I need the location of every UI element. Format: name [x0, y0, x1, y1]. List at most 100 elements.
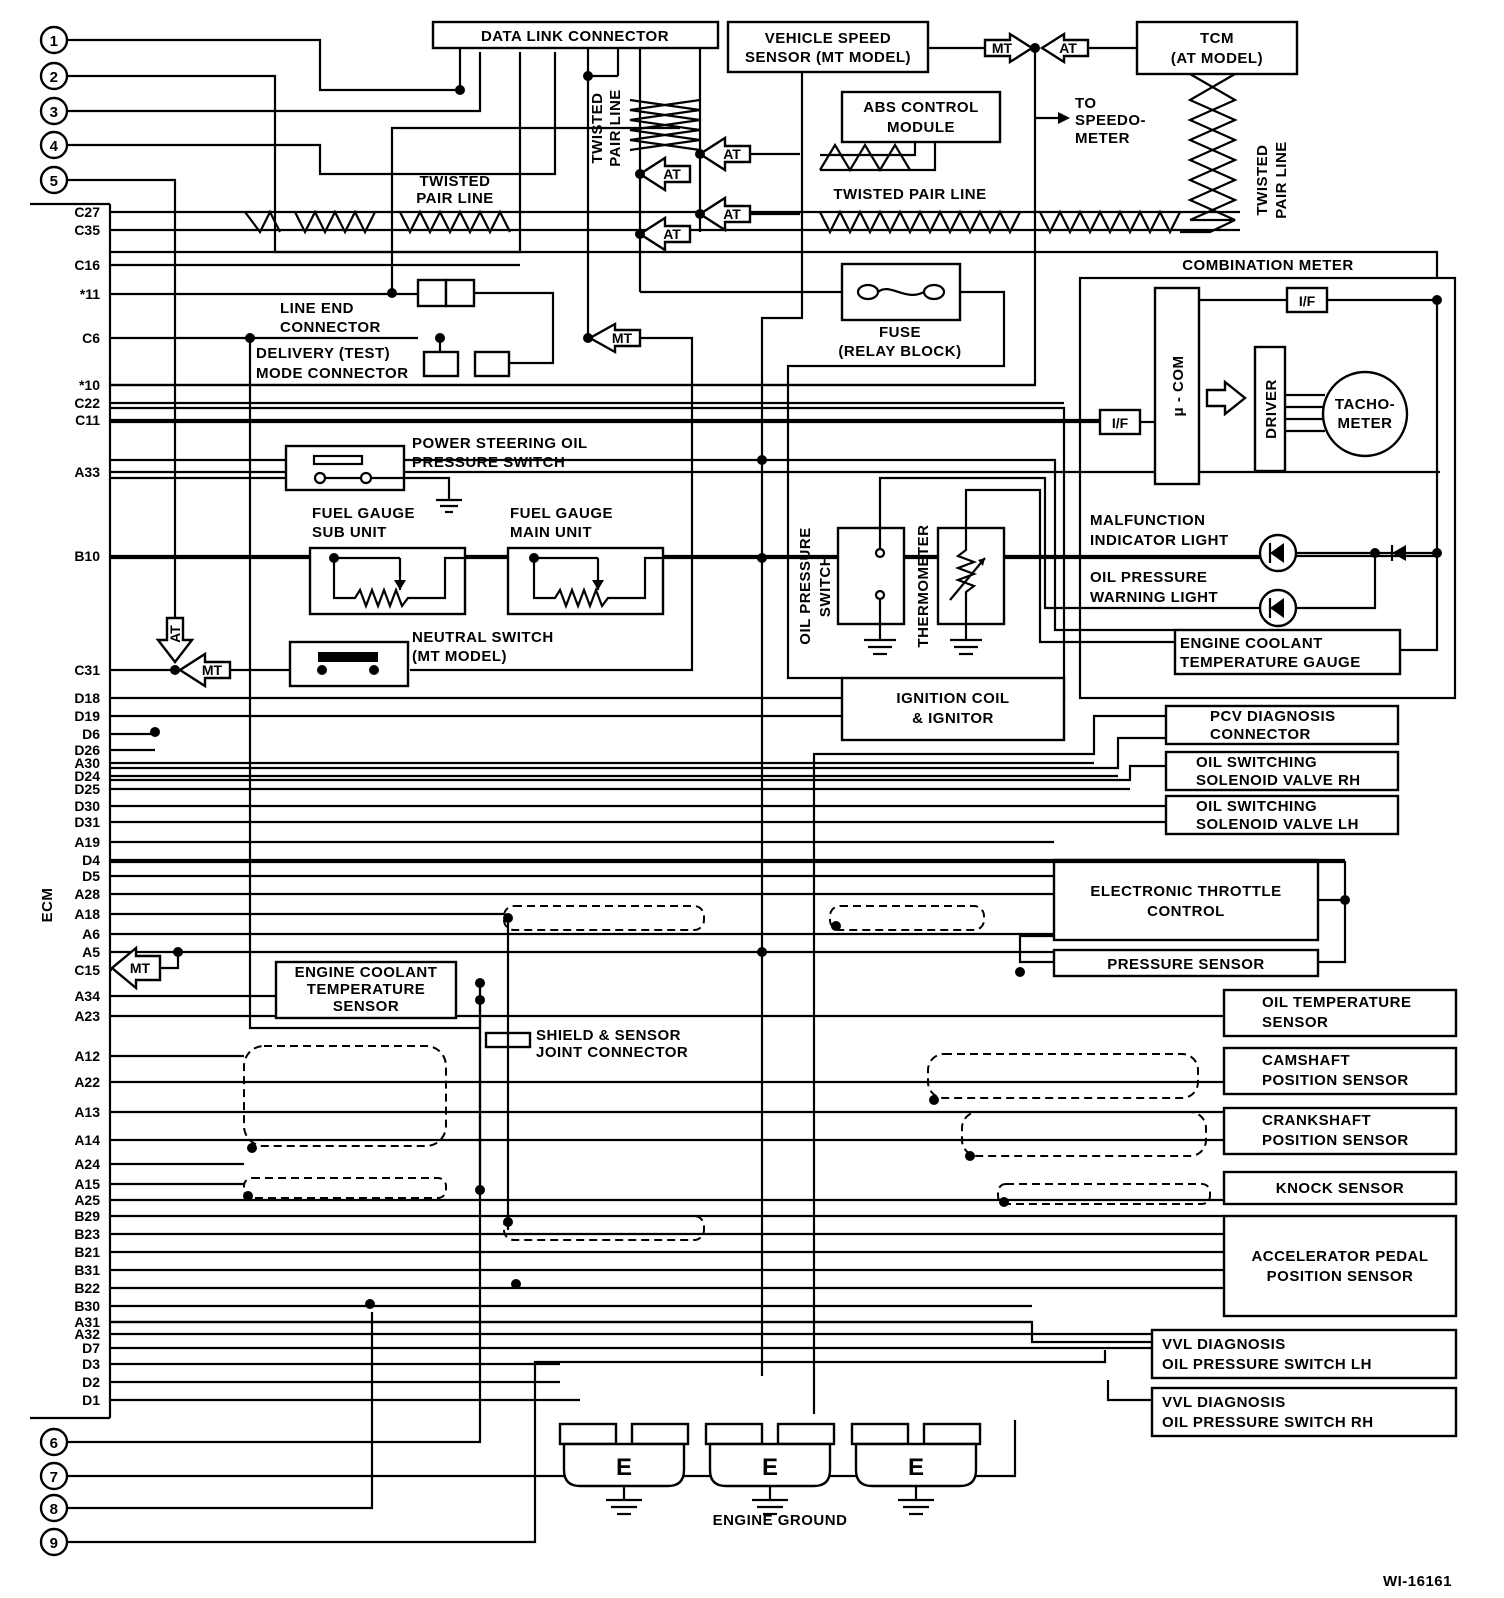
svg-text:MODULE: MODULE	[887, 119, 955, 136]
svg-text:SENSOR: SENSOR	[333, 998, 399, 1015]
svg-text:JOINT CONNECTOR: JOINT CONNECTOR	[536, 1044, 688, 1061]
svg-text:POSITION SENSOR: POSITION SENSOR	[1262, 1132, 1409, 1149]
svg-text:SENSOR: SENSOR	[1262, 1014, 1328, 1031]
camshaft-position-sensor: CAMSHAFT POSITION SENSOR	[927, 1046, 1458, 1105]
svg-text:ELECTRONIC THROTTLE: ELECTRONIC THROTTLE	[1090, 883, 1281, 900]
svg-text:SPEEDO-: SPEEDO-	[1075, 112, 1146, 129]
vvl-oil-pressure-switch-rh: VVL DIAGNOSIS OIL PRESSURE SWITCH RH	[1106, 1380, 1458, 1438]
ref-7: 7	[50, 1469, 59, 1486]
pin-label-a13: A13	[74, 1104, 100, 1120]
thermometer: THERMOMETER	[915, 525, 1006, 656]
twisted-pair-main: TWISTED PAIR LINE TWISTED PAIR LINE TWIS…	[244, 89, 1236, 235]
data-link-connector: DATA LINK CONNECTOR	[431, 20, 720, 340]
oil-temperature-sensor: OIL TEMPERATURE SENSOR	[1222, 988, 1458, 1038]
pin-label-c22: C22	[74, 395, 100, 411]
engine-ground-block: E	[558, 1422, 690, 1516]
svg-text:(RELAY BLOCK): (RELAY BLOCK)	[838, 343, 961, 360]
fuel-gauge-sub-unit: FUEL GAUGE SUB UNIT	[308, 505, 467, 616]
svg-text:MODE CONNECTOR: MODE CONNECTOR	[256, 365, 409, 382]
pin-label-b31: B31	[74, 1262, 100, 1278]
pcv-diagnosis-connector: PCV DIAGNOSIS CONNECTOR	[110, 704, 1400, 1414]
svg-text:PRESSURE SWITCH: PRESSURE SWITCH	[412, 454, 565, 471]
pin-label-star-11: *11	[80, 286, 100, 302]
ignition-coil-ignitor: IGNITION COIL & IGNITOR	[840, 676, 1066, 742]
svg-text:CRANKSHAFT: CRANKSHAFT	[1262, 1112, 1371, 1129]
data-link-connector-label: DATA LINK CONNECTOR	[481, 28, 669, 45]
delivery-test-mode-connector: DELIVERY (TEST) MODE CONNECTOR	[245, 333, 511, 1030]
pin-label-a6: A6	[82, 926, 100, 942]
mt-arrow-c15: MT	[110, 945, 180, 991]
svg-text:(AT MODEL): (AT MODEL)	[1171, 50, 1263, 67]
pin-label-a5: A5	[82, 944, 100, 960]
pin-label-b21: B21	[74, 1244, 100, 1260]
svg-text:OIL PRESSURE: OIL PRESSURE	[797, 527, 814, 644]
pin-label-c15: C15	[74, 962, 100, 978]
svg-text:ABS CONTROL: ABS CONTROL	[863, 99, 979, 116]
svg-text:AT: AT	[723, 206, 741, 222]
pin-label-d6: D6	[82, 726, 100, 742]
ground-e-label: E	[908, 1454, 924, 1481]
svg-text:OIL PRESSURE: OIL PRESSURE	[1090, 569, 1207, 586]
svg-text:METER: METER	[1075, 130, 1130, 147]
pin-label-a14: A14	[74, 1132, 100, 1148]
ecm-pin-list: C27C35C16*11C6*10C22C11A33B10C31D18D19D6…	[74, 204, 1440, 1408]
svg-text:OIL PRESSURE SWITCH LH: OIL PRESSURE SWITCH LH	[1162, 1356, 1372, 1373]
engine-coolant-temperature-sensor: ENGINE COOLANT TEMPERATURE SENSOR	[274, 960, 485, 1020]
svg-text:(MT MODEL): (MT MODEL)	[412, 648, 507, 665]
pin-label-d3: D3	[82, 1356, 100, 1372]
svg-text:OIL PRESSURE SWITCH RH: OIL PRESSURE SWITCH RH	[1162, 1414, 1374, 1431]
svg-text:SOLENOID VALVE LH: SOLENOID VALVE LH	[1196, 816, 1359, 833]
pin-label-b22: B22	[74, 1280, 100, 1296]
svg-text:MT: MT	[130, 960, 151, 976]
svg-text:ENGINE COOLANT: ENGINE COOLANT	[295, 964, 438, 981]
svg-text:TWISTED: TWISTED	[1254, 145, 1271, 216]
ref-9: 9	[50, 1535, 59, 1552]
svg-text:VVL DIAGNOSIS: VVL DIAGNOSIS	[1162, 1336, 1286, 1353]
svg-text:CAMSHAFT: CAMSHAFT	[1262, 1052, 1350, 1069]
svg-text:TWISTED: TWISTED	[420, 173, 491, 190]
svg-text:PRESSURE SENSOR: PRESSURE SENSOR	[1107, 956, 1265, 973]
svg-text:METER: METER	[1338, 415, 1393, 432]
svg-text:PAIR LINE: PAIR LINE	[1273, 141, 1290, 219]
svg-text:I/F: I/F	[1299, 293, 1316, 309]
svg-text:SENSOR (MT MODEL): SENSOR (MT MODEL)	[745, 49, 911, 66]
svg-text:SWITCH: SWITCH	[817, 555, 834, 617]
svg-text:TEMPERATURE: TEMPERATURE	[307, 981, 426, 998]
neutral-switch: NEUTRAL SWITCH (MT MODEL)	[288, 629, 553, 688]
pin-label-d2: D2	[82, 1374, 100, 1390]
svg-text:ENGINE COOLANT: ENGINE COOLANT	[1180, 635, 1323, 652]
svg-text:VVL DIAGNOSIS: VVL DIAGNOSIS	[1162, 1394, 1286, 1411]
pin-label-d30: D30	[74, 798, 100, 814]
fuse-relay-block: FUSE (RELAY BLOCK)	[640, 262, 1006, 680]
pin-label-a23: A23	[74, 1008, 100, 1024]
ecm-label: ECM	[39, 888, 56, 923]
svg-text:TO: TO	[1075, 95, 1097, 112]
svg-text:AT: AT	[1059, 40, 1077, 56]
pressure-sensor: PRESSURE SENSOR	[1015, 934, 1320, 978]
svg-text:AT: AT	[723, 146, 741, 162]
svg-text:FUEL GAUGE: FUEL GAUGE	[312, 505, 415, 522]
pin-label-a22: A22	[74, 1074, 100, 1090]
svg-text:THERMOMETER: THERMOMETER	[915, 525, 932, 648]
pin-label-d31: D31	[74, 814, 100, 830]
ref-circles-bottom: 6 7 8 9	[39, 1427, 69, 1557]
svg-text:INDICATOR LIGHT: INDICATOR LIGHT	[1090, 532, 1229, 549]
shielded-cables	[150, 727, 985, 1309]
oil-switching-solenoid-valve-lh: OIL SWITCHING SOLENOID VALVE LH	[1164, 794, 1400, 836]
pin-label-a31: A31	[74, 1314, 100, 1330]
svg-text:AT: AT	[663, 166, 681, 182]
pin-label-b29: B29	[74, 1208, 100, 1224]
svg-text:LINE END: LINE END	[280, 300, 354, 317]
svg-text:SOLENOID VALVE RH: SOLENOID VALVE RH	[1196, 772, 1361, 789]
power-steering-oil-pressure-switch: POWER STEERING OIL PRESSURE SWITCH	[110, 435, 587, 514]
svg-text:IGNITION COIL: IGNITION COIL	[896, 690, 1009, 707]
pin-label-a25: A25	[74, 1192, 100, 1208]
svg-text:PAIR LINE: PAIR LINE	[416, 190, 494, 207]
pin-label-a18: A18	[74, 906, 100, 922]
svg-text:TACHO-: TACHO-	[1335, 396, 1395, 413]
svg-text:TEMPERATURE GAUGE: TEMPERATURE GAUGE	[1180, 654, 1361, 671]
fuel-gauge-main-unit: FUEL GAUGE MAIN UNIT	[506, 455, 767, 616]
tcm-arrows: MT AT TO SPEEDO- METER	[110, 31, 1146, 387]
